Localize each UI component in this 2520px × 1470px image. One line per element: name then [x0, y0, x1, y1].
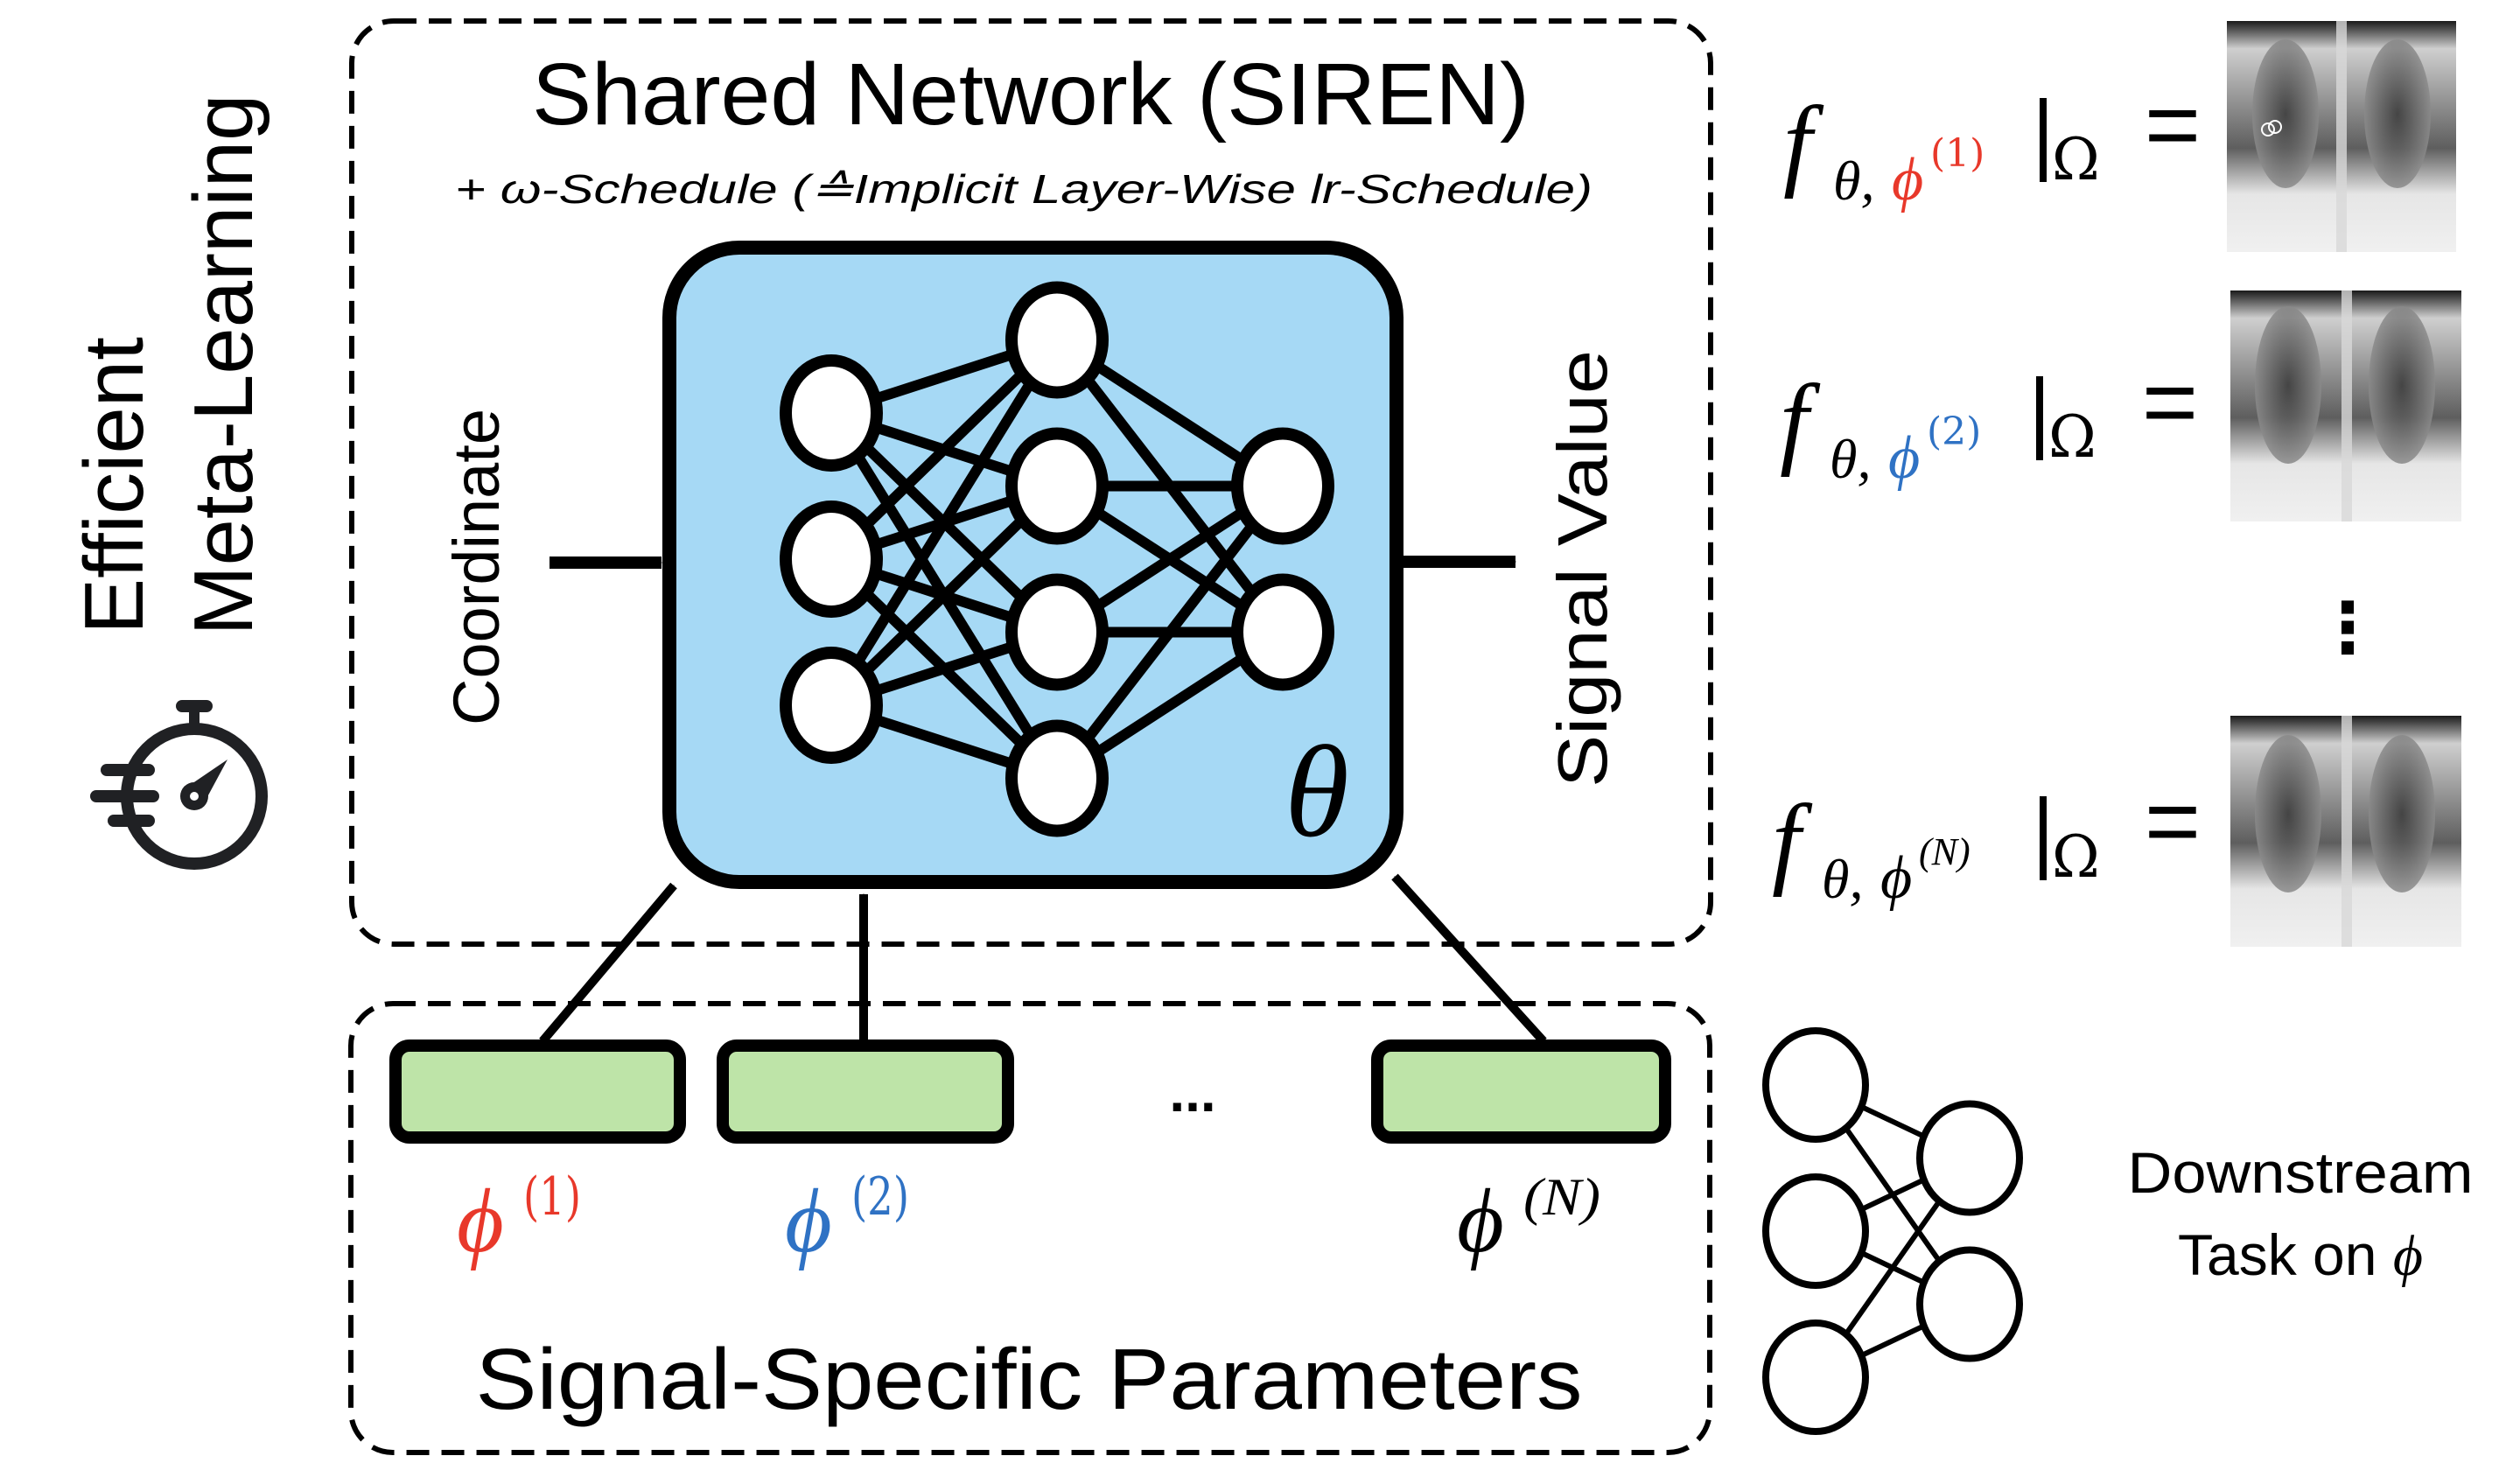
- phi-subscript: ϕ: [1880, 844, 1912, 912]
- downstream-nodes: [1762, 1027, 2023, 1435]
- phi-symbol: ϕ: [1457, 1171, 1504, 1271]
- f-symbol: f: [1783, 85, 1824, 200]
- params-ellipsis: ...: [1169, 1060, 1215, 1124]
- phi-symbol: ϕ: [457, 1171, 504, 1271]
- shared-network-subtitle: + ω-Schedule (≙Implicit Layer-Wise lr-Sc…: [455, 166, 1592, 212]
- downstream-phi-symbol: ϕ: [2393, 1224, 2423, 1288]
- downstream-task-text: Task on: [2178, 1222, 2393, 1287]
- phi-label-N: ϕ (N): [1457, 1168, 1600, 1271]
- downstream-node: [1762, 1320, 1869, 1435]
- omega-subscript: Ω: [2052, 126, 2100, 193]
- phi-superscript: (1): [1930, 131, 1984, 176]
- equals-sign: =: [2142, 348, 2198, 456]
- siren-edge: [1053, 482, 1287, 782]
- network-nodes: [780, 281, 1334, 837]
- side-label-line2: Meta-Learning: [177, 94, 270, 635]
- downstream-node: [1762, 1173, 1869, 1289]
- siren-node: [780, 354, 883, 472]
- chest-xray-N: [2230, 716, 2461, 947]
- param-arrow-1: [539, 882, 677, 1045]
- shared-network-container: [349, 18, 1713, 947]
- phi-symbol: ϕ: [785, 1171, 832, 1271]
- equals-sign: =: [2145, 767, 2201, 875]
- theta-subscript: θ,: [1833, 150, 1874, 212]
- phi-label-2: ϕ (2): [785, 1166, 909, 1271]
- restriction-bar: [2040, 98, 2047, 182]
- param-arrow-N: [1391, 873, 1547, 1045]
- phi-subscript: ϕ: [1892, 146, 1923, 214]
- shared-network-title: Shared Network (SIREN): [532, 46, 1530, 144]
- chest-xray-1: [2227, 21, 2456, 252]
- omega-subscript: Ω: [2052, 823, 2100, 891]
- param-vector-1[interactable]: [389, 1040, 686, 1144]
- downstream-node: [1916, 1100, 2023, 1216]
- restriction-bar: [2040, 796, 2047, 880]
- phi-superscript: (N): [1919, 830, 1970, 873]
- theta-symbol: θ: [1284, 719, 1349, 864]
- reconstruction-2: f θ, ϕ (2) Ω =: [1780, 290, 2461, 522]
- siren-node: [1005, 573, 1109, 691]
- f-symbol: f: [1780, 363, 1821, 478]
- phi-superscript: (2): [1927, 410, 1981, 454]
- param-vector-N[interactable]: [1371, 1040, 1671, 1144]
- chest-xray-2: [2230, 290, 2461, 522]
- equals-sign: =: [2145, 71, 2201, 178]
- downstream-label-line1: Downstream: [2128, 1140, 2474, 1205]
- siren-node: [1231, 427, 1334, 545]
- siren-node: [1005, 281, 1109, 399]
- downstream-node: [1762, 1027, 1869, 1143]
- input-label: Coordinate: [440, 409, 513, 725]
- theta-subscript: θ,: [1830, 428, 1871, 490]
- siren-node: [780, 647, 883, 764]
- downstream-label-line2: Task on ϕ: [2178, 1222, 2423, 1288]
- siren-edge: [826, 337, 1062, 709]
- vertical-ellipsis: ⋮: [2313, 589, 2383, 667]
- phi-label-1: ϕ (1): [457, 1166, 581, 1271]
- signal-params-title: Signal-Specific Parameters: [476, 1331, 1583, 1427]
- f-symbol: f: [1772, 783, 1813, 898]
- siren-node: [780, 500, 883, 618]
- phi-superscript: (1): [523, 1166, 581, 1228]
- param-vector-2[interactable]: [717, 1040, 1014, 1144]
- meta-learning-label: Efficient Meta-Learning: [67, 94, 270, 635]
- phi-superscript: (2): [851, 1166, 909, 1228]
- siren-node: [1231, 573, 1334, 691]
- reconstruction-N: f θ, ϕ (N) Ω =: [1772, 716, 2461, 947]
- restriction-bar: [2036, 376, 2043, 460]
- fast-stopwatch-icon: [90, 700, 268, 870]
- downstream-node: [1916, 1246, 2023, 1362]
- siren-node: [1005, 719, 1109, 837]
- theta-subscript: θ,: [1822, 848, 1863, 910]
- side-label-line1: Efficient: [67, 337, 161, 634]
- omega-subscript: Ω: [2048, 403, 2096, 471]
- siren-node: [1005, 427, 1109, 545]
- signal-params-container: [348, 1001, 1712, 1455]
- reconstruction-1: f θ, ϕ (1) Ω =: [1783, 21, 2456, 252]
- phi-subscript: ϕ: [1888, 424, 1920, 492]
- output-label: Signal Value: [1544, 350, 1621, 788]
- phi-superscript: (N): [1523, 1168, 1600, 1226]
